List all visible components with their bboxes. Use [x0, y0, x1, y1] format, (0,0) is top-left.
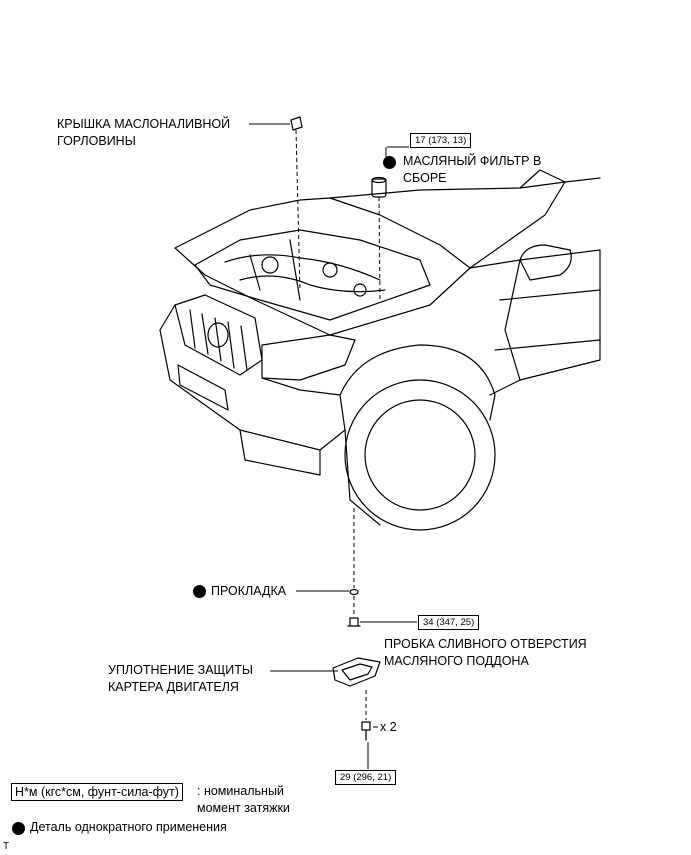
side-mirror: [519, 244, 572, 281]
drain-plug-torque-box: 34 (347, 25): [418, 615, 480, 630]
legend-torque-desc: : номинальный момент затяжки: [197, 784, 290, 815]
legend-non-reusable: Деталь однократного применения: [30, 820, 227, 834]
drain-plug-label: ПРОБКА СЛИВНОГО ОТВЕРСТИЯ МАСЛЯНОГО ПОДД…: [384, 637, 587, 668]
oil-filter-label: МАСЛЯНЫЙ ФИЛЬТР В СБОРЕ: [403, 154, 542, 185]
skid-plate-label: УПЛОТНЕНИЕ ЗАЩИТЫ КАРТЕРА ДВИГАТЕЛЯ: [108, 663, 253, 694]
wheel-arch: [339, 344, 496, 421]
engine-bay: [194, 229, 431, 321]
non-reusable-icon: [193, 585, 206, 598]
body-side: [469, 249, 601, 396]
headlight: [261, 334, 356, 381]
grille: [174, 294, 263, 376]
bolt-part: [361, 721, 371, 741]
non-reusable-icon: [383, 156, 396, 169]
oil-cap-label: КРЫШКА МАСЛОНАЛИВНОЙ ГОРЛОВИНЫ: [57, 117, 231, 148]
front-wheel: [344, 379, 496, 531]
skid-plate-seal-part: [332, 657, 381, 687]
non-reusable-icon: [12, 822, 25, 835]
gasket-label: ПРОКЛАДКА: [211, 584, 287, 598]
hood: [174, 197, 471, 336]
corner-mark: T: [3, 841, 10, 852]
bolt-quantity: x 2: [380, 720, 397, 734]
front-bumper: [159, 304, 346, 451]
oil-cap-part: [290, 116, 303, 131]
oil-filter-torque-box: 17 (173, 13): [410, 133, 472, 148]
legend-torque-units: Н*м (кгс*см, фунт-сила-фут): [11, 783, 183, 801]
drain-plug-part: [347, 617, 361, 627]
gasket-part: [349, 588, 359, 596]
bolt-torque-box: 29 (296, 21): [335, 770, 397, 785]
windshield: [329, 181, 566, 269]
